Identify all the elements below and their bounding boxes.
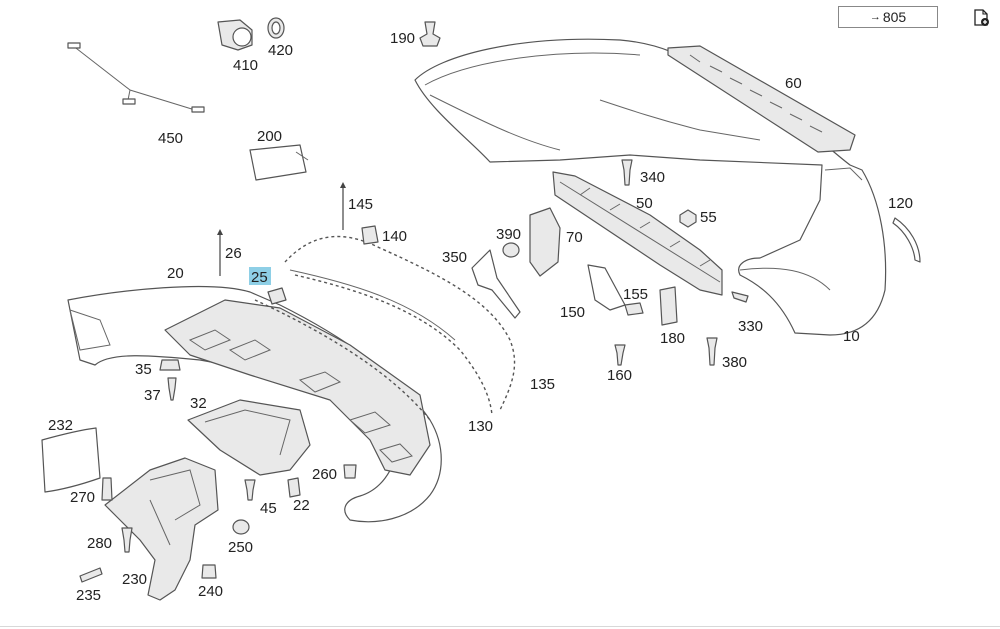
part-190-clip[interactable]: [419, 21, 441, 47]
label-230[interactable]: 230: [122, 571, 147, 588]
label-280[interactable]: 280: [87, 535, 112, 552]
part-10-bumper-cover[interactable]: [414, 38, 887, 336]
part-350-bracket[interactable]: [471, 249, 521, 319]
part-50-mounting-rail[interactable]: [552, 171, 723, 296]
label-10[interactable]: 10: [843, 328, 860, 345]
part-230-bracket[interactable]: [104, 457, 219, 601]
reference-value: 805: [882, 9, 907, 25]
label-120[interactable]: 120: [888, 195, 913, 212]
label-250[interactable]: 250: [228, 539, 253, 556]
part-260-clip[interactable]: [343, 464, 357, 479]
label-70[interactable]: 70: [566, 229, 583, 246]
part-250-nut[interactable]: [232, 519, 250, 535]
part-60-trim-strip[interactable]: [667, 45, 856, 153]
label-160[interactable]: 160: [607, 367, 632, 384]
label-410[interactable]: 410: [233, 57, 258, 74]
part-145-arrow: [340, 182, 346, 230]
label-32[interactable]: 32: [190, 395, 207, 412]
label-60[interactable]: 60: [785, 75, 802, 92]
highlight-marker: [249, 267, 271, 285]
reference-link-805[interactable]: → 805: [838, 6, 938, 28]
part-232-pad[interactable]: [41, 427, 101, 493]
label-235[interactable]: 235: [76, 587, 101, 604]
label-240[interactable]: 240: [198, 583, 223, 600]
part-25-clip[interactable]: [267, 287, 287, 305]
part-270-clip[interactable]: [101, 477, 113, 501]
part-55-nut[interactable]: [679, 209, 697, 228]
part-330-clip[interactable]: [731, 291, 749, 303]
part-380-bolt[interactable]: [706, 337, 718, 366]
label-350[interactable]: 350: [442, 249, 467, 266]
part-240-clip[interactable]: [201, 564, 217, 579]
part-26-arrow: [217, 229, 223, 276]
part-180-bracket[interactable]: [659, 286, 678, 326]
part-420-ring[interactable]: [267, 17, 285, 39]
part-450-wiring-harness[interactable]: [67, 42, 205, 113]
label-45[interactable]: 45: [260, 500, 277, 517]
label-20[interactable]: 20: [167, 265, 184, 282]
label-150[interactable]: 150: [560, 304, 585, 321]
part-45-bolt[interactable]: [244, 479, 256, 501]
label-200[interactable]: 200: [257, 128, 282, 145]
part-37-screw[interactable]: [167, 377, 177, 401]
part-200-cover[interactable]: [249, 144, 309, 181]
part-22-clip[interactable]: [287, 477, 301, 498]
part-410-parking-sensor[interactable]: [217, 19, 253, 51]
label-55[interactable]: 55: [700, 209, 717, 226]
part-120-side-bracket[interactable]: [892, 217, 921, 263]
label-37[interactable]: 37: [144, 387, 161, 404]
arrow-right-icon: →: [869, 11, 881, 23]
part-340-bolt[interactable]: [621, 159, 633, 186]
label-35[interactable]: 35: [135, 361, 152, 378]
part-35-clip[interactable]: [159, 359, 181, 371]
document-add-icon[interactable]: [972, 9, 990, 27]
label-420[interactable]: 420: [268, 42, 293, 59]
part-390-grommet[interactable]: [502, 242, 520, 258]
label-190[interactable]: 190: [390, 30, 415, 47]
label-180[interactable]: 180: [660, 330, 685, 347]
label-22[interactable]: 22: [293, 497, 310, 514]
label-155[interactable]: 155: [623, 286, 648, 303]
label-380[interactable]: 380: [722, 354, 747, 371]
part-32-under-panel[interactable]: [187, 399, 311, 476]
label-140[interactable]: 140: [382, 228, 407, 245]
label-330[interactable]: 330: [738, 318, 763, 335]
label-50[interactable]: 50: [636, 195, 653, 212]
label-340[interactable]: 340: [640, 169, 665, 186]
label-26[interactable]: 26: [225, 245, 242, 262]
part-135-trim-strip[interactable]: [284, 235, 516, 411]
label-232[interactable]: 232: [48, 417, 73, 434]
part-280-bolt[interactable]: [121, 527, 133, 553]
label-450[interactable]: 450: [158, 130, 183, 147]
label-130[interactable]: 130: [468, 418, 493, 435]
label-25-highlighted[interactable]: 25: [251, 269, 268, 286]
label-145[interactable]: 145: [348, 196, 373, 213]
part-150-bracket[interactable]: [587, 264, 626, 311]
part-140-clip[interactable]: [361, 225, 379, 245]
label-260[interactable]: 260: [312, 466, 337, 483]
part-160-bolt[interactable]: [614, 344, 626, 366]
label-135[interactable]: 135: [530, 376, 555, 393]
part-155-clip[interactable]: [624, 302, 644, 316]
bottom-divider: [0, 626, 1000, 627]
part-20-lower-bumper[interactable]: [67, 285, 442, 523]
part-235-strip[interactable]: [79, 567, 103, 583]
part-130-lower-trim-strip[interactable]: [289, 269, 493, 416]
part-70-bracket[interactable]: [529, 207, 561, 277]
label-270[interactable]: 270: [70, 489, 95, 506]
label-390[interactable]: 390: [496, 226, 521, 243]
